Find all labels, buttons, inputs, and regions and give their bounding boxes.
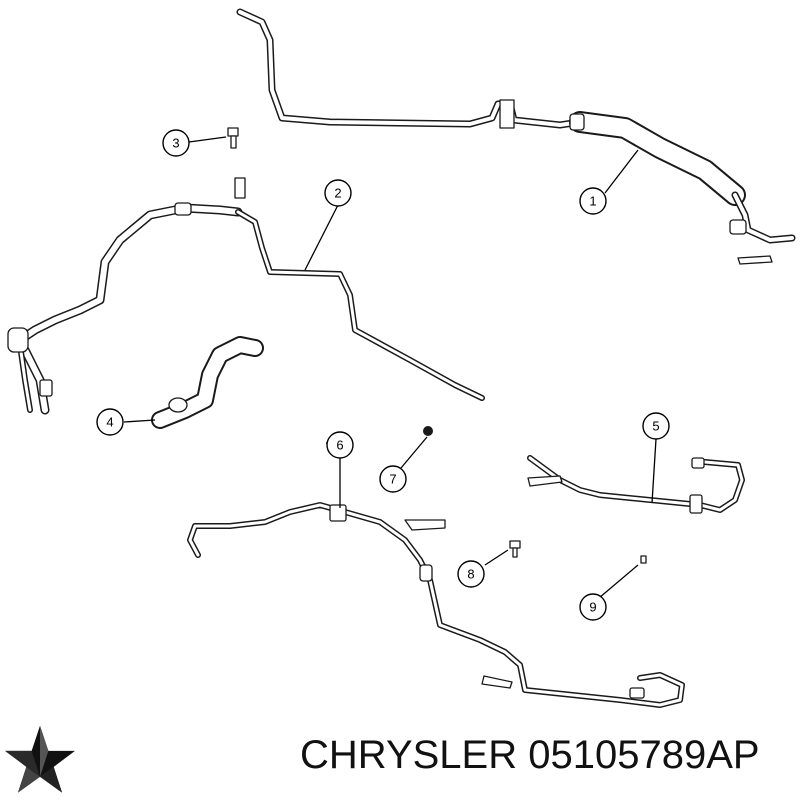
callout-4-label: 4 <box>106 415 113 430</box>
callout-9: 9 <box>579 593 607 621</box>
callout-7: 7 <box>379 465 407 493</box>
part-2-hose <box>7 177 485 415</box>
leader-lines <box>123 136 657 599</box>
callout-9-label: 9 <box>589 600 596 615</box>
callout-3-label: 3 <box>172 136 179 151</box>
part-1-hose <box>236 8 796 265</box>
callout-2-label: 2 <box>334 186 341 201</box>
callout-8-label: 8 <box>467 567 474 582</box>
part-8-bolt <box>509 540 521 558</box>
part-9-clip <box>640 555 647 564</box>
chrysler-pentastar-icon <box>5 725 75 793</box>
part-caption: CHRYSLER 05105789AP <box>300 735 760 775</box>
brand-name: CHRYSLER <box>300 733 518 777</box>
callout-7-label: 7 <box>389 472 396 487</box>
callout-6: 6 <box>326 431 354 459</box>
part-3-bolt <box>227 127 239 149</box>
callout-4: 4 <box>96 408 124 436</box>
callout-8: 8 <box>457 560 485 588</box>
callout-6-label: 6 <box>336 438 343 453</box>
part-7-grommet <box>423 426 433 436</box>
callout-5-label: 5 <box>652 419 659 434</box>
callout-5: 5 <box>642 412 670 440</box>
part-6-hose <box>187 502 685 708</box>
callout-2: 2 <box>324 179 352 207</box>
part-number: 05105789AP <box>528 733 760 777</box>
callout-1-label: 1 <box>589 194 596 209</box>
part-5-tube <box>527 455 745 514</box>
callout-1: 1 <box>579 187 607 215</box>
callout-3: 3 <box>162 129 190 157</box>
part-4-hose <box>151 336 264 429</box>
